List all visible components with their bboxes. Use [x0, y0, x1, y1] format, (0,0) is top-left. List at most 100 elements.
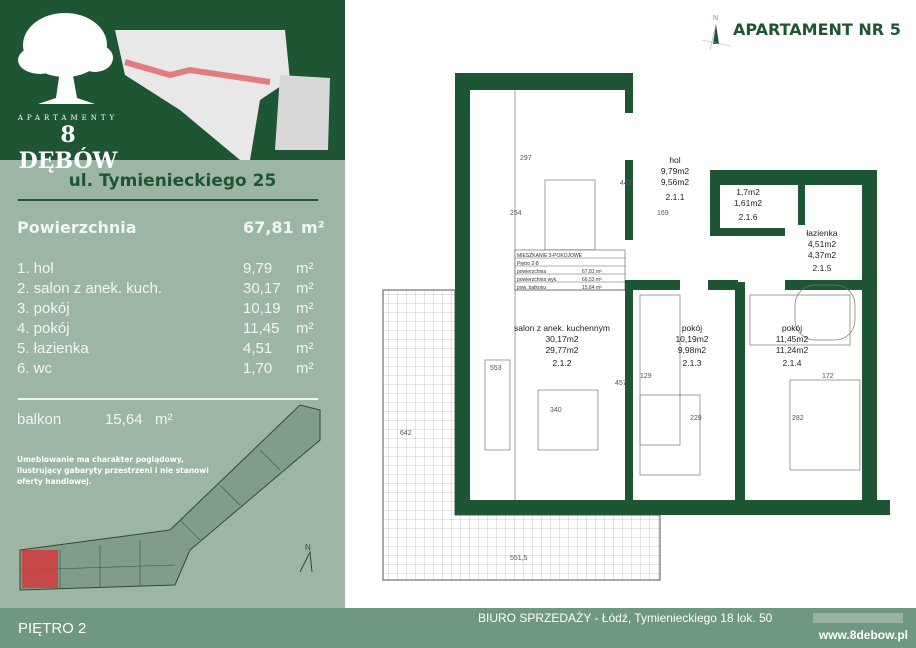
walls	[455, 73, 890, 515]
footer-bar	[0, 608, 916, 648]
svg-text:340: 340	[550, 407, 562, 414]
svg-text:11,45m2: 11,45m2	[776, 334, 809, 344]
site-plan-map: N	[19, 404, 321, 591]
sales-office-address: BIURO SPRZEDAŻY - Łódź, Tymienieckiego 1…	[478, 611, 773, 625]
area-table-cell: 66,53 m²	[582, 277, 602, 283]
room-value: 11,45	[243, 320, 280, 337]
divider	[18, 199, 318, 201]
svg-text:9,56m2: 9,56m2	[661, 177, 690, 187]
svg-text:pokój: pokój	[782, 323, 802, 333]
svg-text:551,5: 551,5	[510, 555, 528, 562]
room-label: 3. pokój	[17, 300, 70, 317]
address: ul. Tymienieckiego 25	[68, 171, 277, 191]
room-unit: m²	[296, 320, 314, 337]
svg-text:N: N	[713, 15, 718, 22]
svg-text:254: 254	[510, 210, 522, 217]
oak-tree-logo	[18, 13, 113, 104]
svg-text:9,79m2: 9,79m2	[661, 166, 690, 176]
svg-text:29,77m2: 29,77m2	[545, 345, 578, 355]
room-area-row: 4. pokój 11,45 m²	[17, 320, 327, 337]
svg-text:282: 282	[792, 415, 804, 422]
svg-text:2.1.2: 2.1.2	[553, 358, 572, 368]
svg-text:1,7m2: 1,7m2	[736, 187, 760, 197]
blurred-phone	[813, 613, 903, 623]
room-value: 4,51	[243, 340, 273, 357]
svg-text:łazienka: łazienka	[806, 228, 837, 238]
balcony-value: 15,64	[105, 411, 143, 428]
svg-text:hol: hol	[669, 155, 680, 165]
svg-text:pokój: pokój	[682, 323, 702, 333]
svg-text:172: 172	[822, 373, 834, 380]
svg-text:229: 229	[690, 415, 702, 422]
svg-text:9,98m2: 9,98m2	[678, 345, 707, 355]
room-label: 5. łazienka	[17, 340, 89, 357]
area-table-cell: powierzchnia wyk.	[517, 277, 558, 283]
room-area-row: 6. wc 1,70 m²	[17, 360, 327, 377]
area-table: MIESZKANIE 3-POKOJOWE Piętro 2-8 powierzch…	[514, 249, 626, 291]
svg-text:4,51m2: 4,51m2	[808, 239, 837, 249]
svg-text:salon z anek. kuchennym: salon z anek. kuchennym	[514, 323, 610, 333]
room-label: 2. salon z anek. kuch.	[17, 280, 163, 297]
svg-text:1,61m2: 1,61m2	[734, 198, 763, 208]
room-unit: m²	[296, 300, 314, 317]
brand-name: 8 DĘBÓW	[18, 122, 118, 174]
room-area-row: 3. pokój 10,19 m²	[17, 300, 327, 317]
apartment-title: APARTAMENT NR 5	[733, 20, 901, 39]
svg-text:4,37m2: 4,37m2	[808, 250, 837, 260]
svg-text:10,19m2: 10,19m2	[675, 334, 708, 344]
total-unit: m²	[301, 218, 325, 237]
room-value: 9,79	[243, 260, 273, 277]
room-label: 4. pokój	[17, 320, 70, 337]
svg-text:11,24m2: 11,24m2	[776, 345, 809, 355]
svg-text:642: 642	[400, 430, 412, 437]
svg-text:2.1.3: 2.1.3	[683, 358, 702, 368]
room-area-row: 5. łazienka 4,51 m²	[17, 340, 327, 357]
svg-text:30,17m2: 30,17m2	[545, 334, 578, 344]
north-compass-icon: N	[701, 15, 731, 50]
total-label: Powierzchnia	[17, 218, 137, 237]
room-unit: m²	[296, 340, 314, 357]
area-table-cell: 15,64 m²	[582, 285, 602, 291]
area-table-cell: 67,81 m²	[582, 269, 602, 275]
svg-text:443: 443	[620, 180, 632, 187]
building-render-image	[115, 30, 330, 160]
divider	[18, 398, 318, 400]
svg-text:2.1.1: 2.1.1	[666, 192, 685, 202]
website-link[interactable]: www.8debow.pl	[818, 628, 908, 642]
svg-text:553: 553	[490, 365, 502, 372]
hero-banner: APARTAMENTY 8 DĘBÓW	[0, 0, 345, 174]
logo-and-building-render	[18, 13, 330, 160]
room-unit: m²	[296, 260, 314, 277]
room-value: 10,19	[243, 300, 281, 317]
room-label: 1. hol	[17, 260, 54, 277]
apartment-highlight	[22, 550, 58, 588]
area-table-cell: MIESZKANIE 3-POKOJOWE	[517, 253, 583, 259]
room-unit: m²	[296, 360, 314, 377]
room-value: 1,70	[243, 360, 273, 377]
svg-text:129: 129	[640, 373, 652, 380]
compass-icon	[299, 550, 313, 573]
svg-text:2.1.5: 2.1.5	[813, 263, 832, 273]
room-unit: m²	[296, 280, 314, 297]
svg-text:297: 297	[520, 155, 532, 162]
area-table-cell: pow. balkonu	[517, 285, 546, 291]
balcony-unit: m²	[155, 411, 173, 428]
balcony-area: balkon 15,64 m²	[17, 411, 327, 428]
area-table-cell: Piętro 2-8	[517, 261, 539, 267]
total-area: Powierzchnia 67,81 m²	[17, 218, 327, 237]
area-table-cell: powierzchnia	[517, 269, 546, 275]
floor-label: PIĘTRO 2	[18, 620, 87, 637]
svg-text:169: 169	[657, 210, 669, 217]
svg-text:2.1.6: 2.1.6	[739, 212, 758, 222]
disclaimer-note: Umeblowanie ma charakter poglądowy, ilus…	[17, 455, 209, 486]
room-label: 6. wc	[17, 360, 53, 377]
total-value: 67,81	[243, 218, 294, 237]
site-compass-label: N	[305, 543, 311, 552]
